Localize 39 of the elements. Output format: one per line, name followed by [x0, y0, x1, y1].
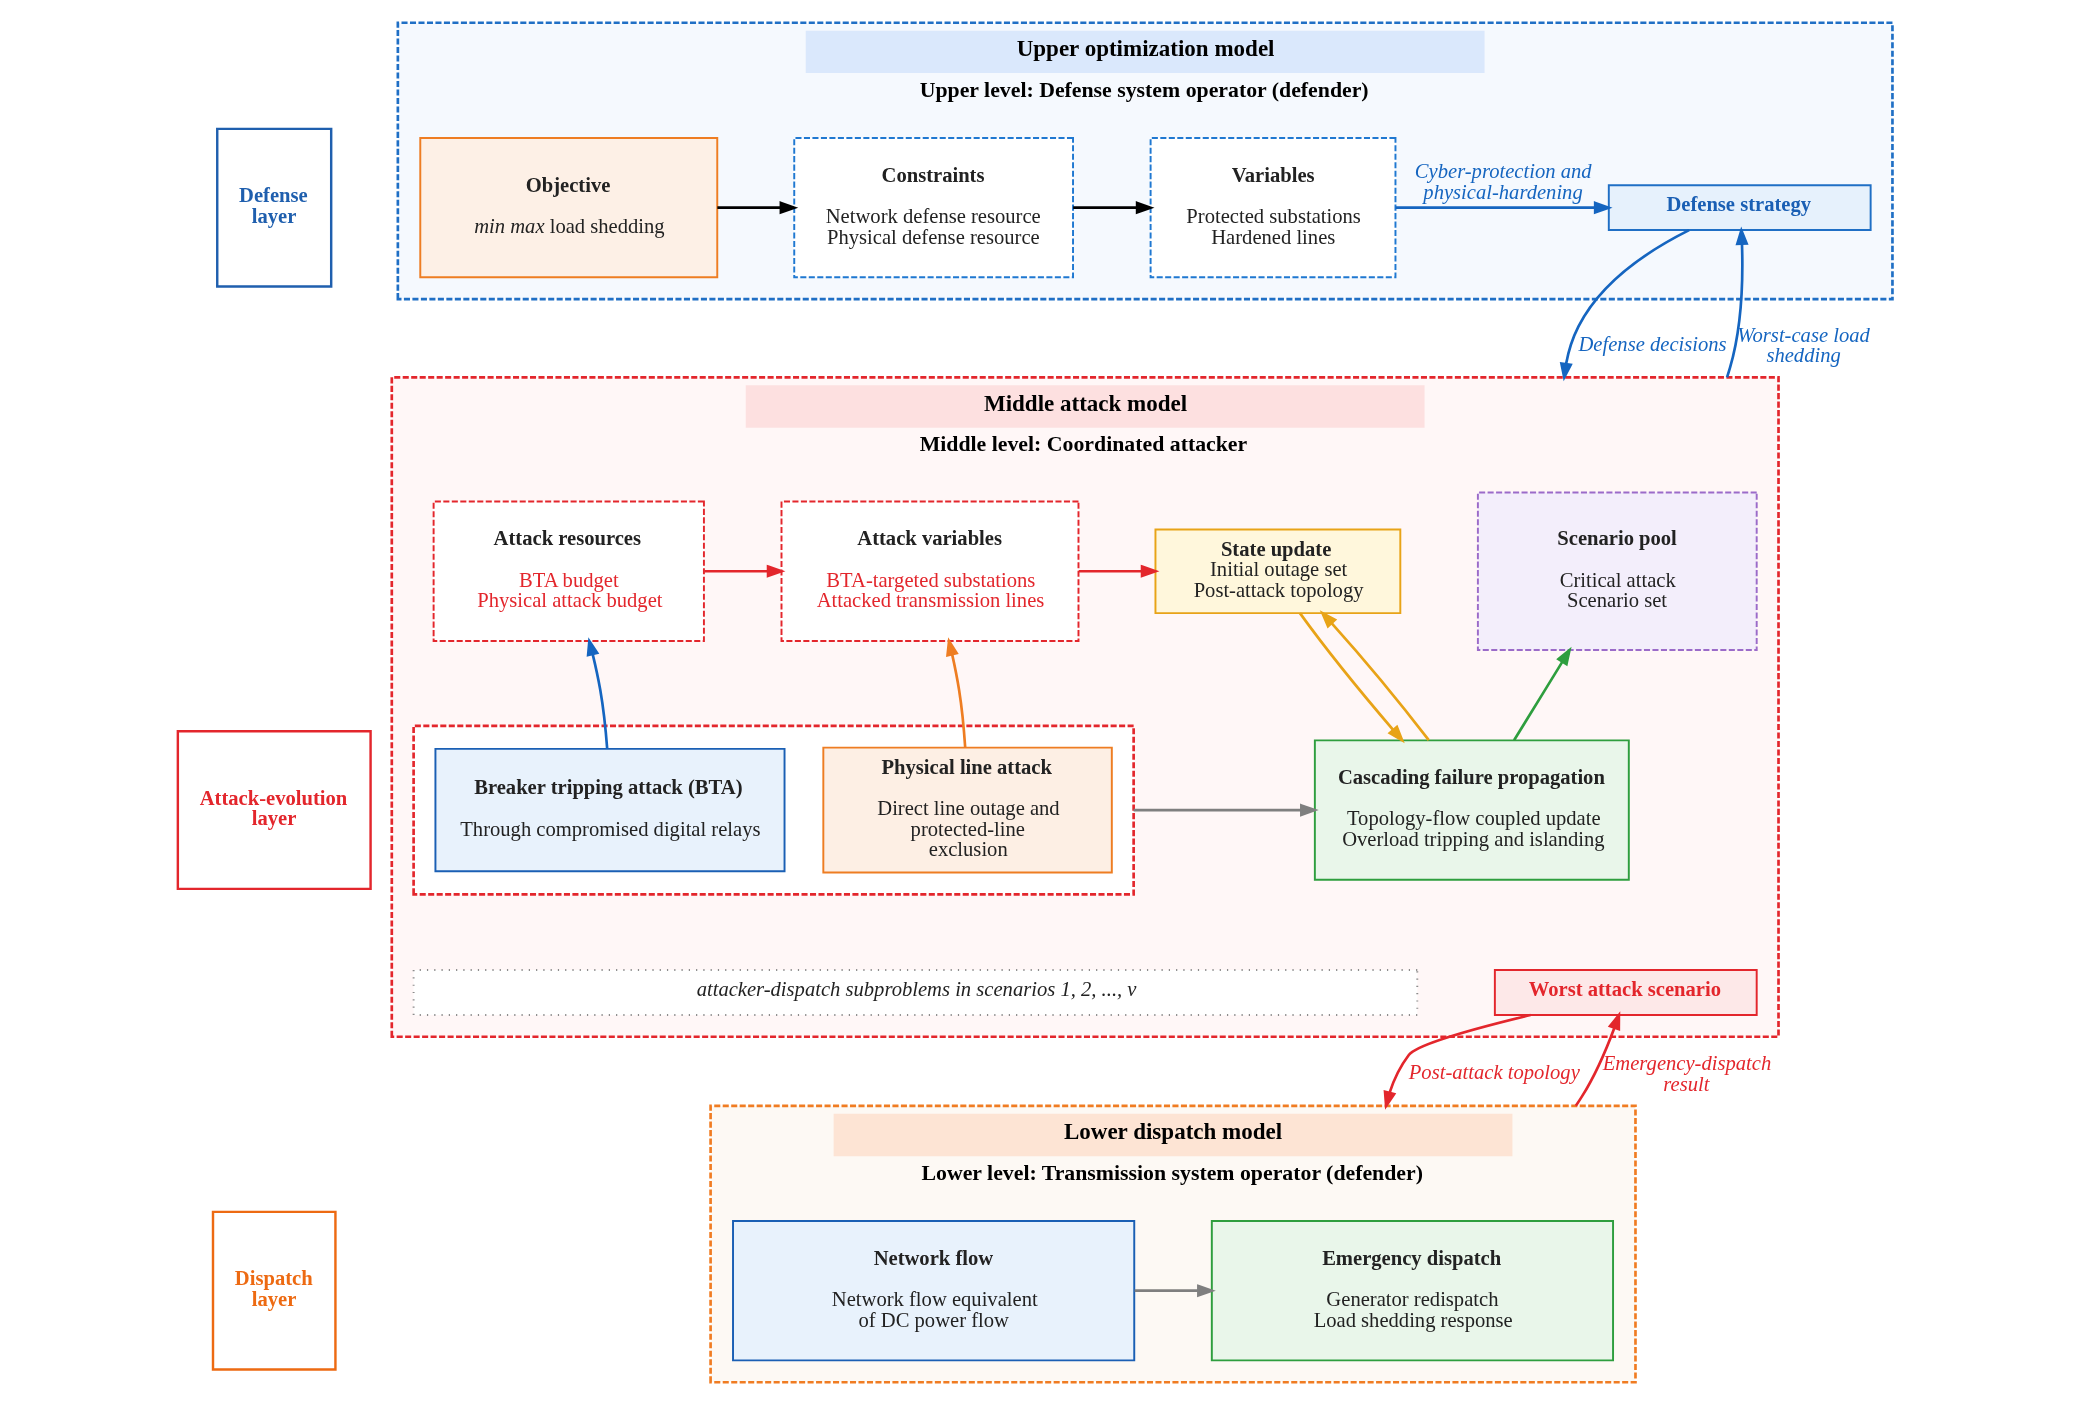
node-box: Defense layer — [215, 127, 332, 288]
node-box: Breaker tripping attack (BTA) Through compromised digital relays — [433, 747, 785, 873]
edge-label: Cyber-protection and physical-hardening — [1414, 160, 1592, 203]
arrow — [1078, 564, 1159, 578]
node-box: Physical line attack Direct line outage and protected-line exclusion — [821, 746, 1113, 874]
edge-label: Worst-case load shedding — [1736, 323, 1870, 367]
node-box: Worst attack scenario — [1493, 969, 1758, 1016]
node-box: Attack-evolution layer — [176, 730, 372, 891]
arrow — [1395, 201, 1613, 215]
arrow — [1133, 803, 1319, 817]
arrow — [1512, 646, 1572, 741]
arrow — [1072, 201, 1154, 215]
arrow — [1134, 1284, 1216, 1298]
edge-label: Defense decisions — [1578, 332, 1727, 355]
node-box: Cascading failure propagation Topology-flow coupled update Overload tripping and islanding — [1313, 739, 1630, 881]
node-box: Constraints Network defense resource Physical defense resource — [792, 136, 1074, 279]
arrow — [716, 201, 798, 215]
node-box: State update Initial outage set Post-attack topology — [1154, 528, 1401, 615]
node-box: Emergency dispatch Generator redispatch Load shedding response — [1210, 1220, 1614, 1362]
arrow — [703, 564, 785, 578]
node-box: Attack resources BTA budget Physical attack budget — [432, 500, 705, 642]
arrow — [1559, 228, 1690, 382]
node-box: Objective min max load shedding — [418, 136, 718, 279]
arrow — [945, 637, 967, 748]
cluster — [411, 724, 1135, 896]
edge-label: Emergency-dispatch result — [1602, 1052, 1771, 1095]
arrow — [1574, 1011, 1620, 1107]
node-box: Scenario pool Critical attack Scenario set — [1476, 491, 1758, 652]
node-box: Network flow Network flow equivalent of DC power flow — [731, 1220, 1135, 1362]
node-box: Defense strategy — [1607, 184, 1872, 232]
node-box: attacker-dispatch subproblems in scenarios 1, 2, ..., v — [412, 969, 1418, 1016]
arrow — [1298, 612, 1405, 744]
node-box: Attack variables BTA-targeted substations Attacked transmission lines — [780, 500, 1079, 642]
edge-label: Post-attack topology — [1408, 1061, 1580, 1084]
arrow — [1319, 610, 1430, 741]
arrow — [586, 637, 609, 749]
node-box: Dispatch layer — [211, 1210, 337, 1371]
node-box: Variables Protected substations Hardened lines — [1149, 136, 1396, 279]
arrow — [1725, 226, 1749, 378]
